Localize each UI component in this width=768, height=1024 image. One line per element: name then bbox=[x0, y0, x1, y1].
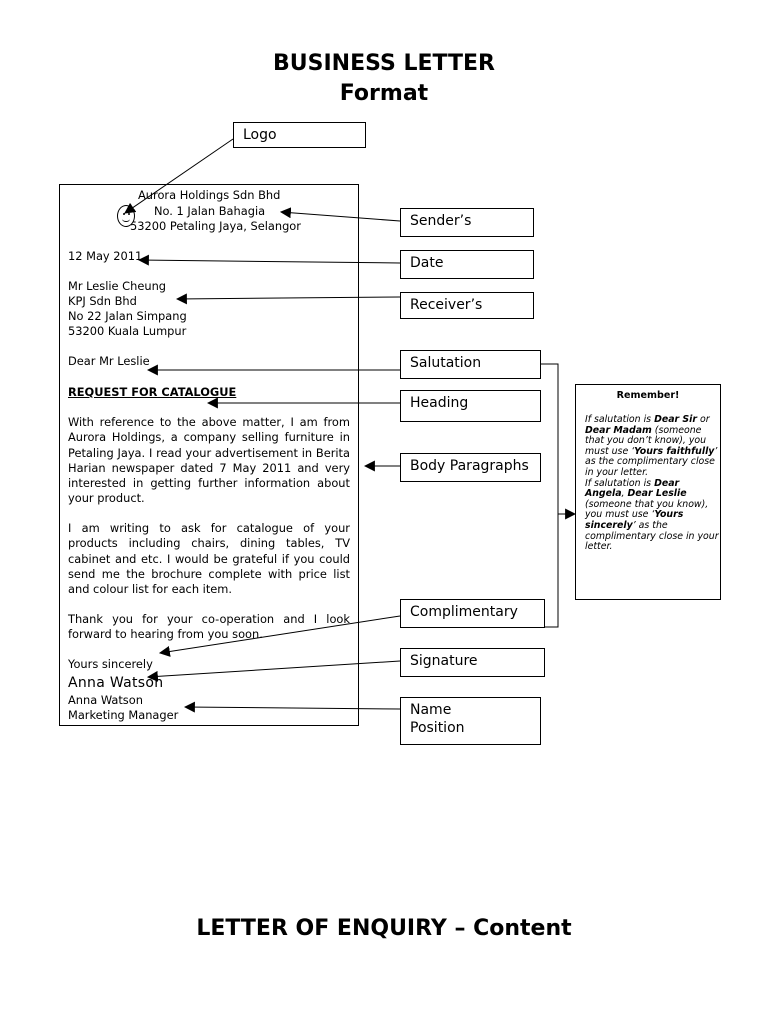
section-title: LETTER OF ENQUIRY – Content bbox=[196, 916, 572, 941]
body-paragraph: With reference to the above matter, I am… bbox=[68, 415, 350, 506]
remember-text: If salutation is Dear Sir or Dear Madam … bbox=[585, 414, 719, 553]
complimentary-arrow bbox=[158, 615, 401, 657]
date-arrow bbox=[137, 254, 401, 266]
letter-frame bbox=[59, 184, 359, 726]
letter-date: 12 May 2011 bbox=[68, 249, 143, 263]
letter-closing: Yours sincerely bbox=[68, 657, 153, 671]
receiver-line: Mr Leslie Cheung bbox=[68, 279, 167, 293]
name-position-arrow bbox=[183, 701, 401, 713]
label-signature: Signature bbox=[400, 648, 545, 677]
label-logo: Logo bbox=[233, 122, 366, 148]
receiver-line: 53200 Kuala Lumpur bbox=[68, 324, 187, 338]
label-heading: Heading bbox=[400, 390, 541, 422]
body-paragraph: Thank you for your co-operation and I lo… bbox=[68, 612, 350, 642]
remember-note: Remember! If salutation is Dear Sir or D… bbox=[575, 384, 721, 600]
page-subtitle: Format bbox=[339, 81, 429, 106]
remember-title: Remember! bbox=[616, 390, 680, 401]
label-sender: Sender’s bbox=[400, 208, 534, 237]
label-body-paragraphs: Body Paragraphs bbox=[400, 453, 541, 482]
page-title: BUSINESS LETTER bbox=[273, 51, 495, 76]
receiver-arrow bbox=[175, 293, 401, 305]
sender-arrow bbox=[279, 207, 401, 222]
label-name: Name bbox=[410, 702, 452, 718]
letter-salutation: Dear Mr Leslie bbox=[68, 354, 150, 368]
label-receiver: Receiver’s bbox=[400, 292, 534, 319]
label-position: Position bbox=[410, 720, 465, 736]
receiver-line: No 22 Jalan Simpang bbox=[68, 309, 187, 323]
sender-street: No. 1 Jalan Bahagia bbox=[154, 204, 266, 218]
signer-name: Anna Watson bbox=[68, 693, 143, 707]
label-salutation: Salutation bbox=[400, 350, 541, 379]
letter-signature: Anna Watson bbox=[68, 675, 164, 691]
signature-arrow bbox=[146, 660, 401, 682]
body-paragraph: I am writing to ask for catalogue of you… bbox=[68, 521, 350, 597]
label-complimentary: Complimentary bbox=[400, 599, 545, 628]
label-date: Date bbox=[400, 250, 534, 279]
signer-position: Marketing Manager bbox=[68, 708, 179, 722]
logo-arrow bbox=[124, 138, 234, 214]
salutation-bracket bbox=[541, 363, 559, 628]
letter-subject: REQUEST FOR CATALOGUE bbox=[68, 385, 237, 399]
sender-city: 53200 Petaling Jaya, Selangor bbox=[130, 219, 301, 233]
label-name-position: Name Position bbox=[400, 697, 541, 745]
sender-company: Aurora Holdings Sdn Bhd bbox=[138, 188, 281, 202]
receiver-line: KPJ Sdn Bhd bbox=[68, 294, 137, 308]
